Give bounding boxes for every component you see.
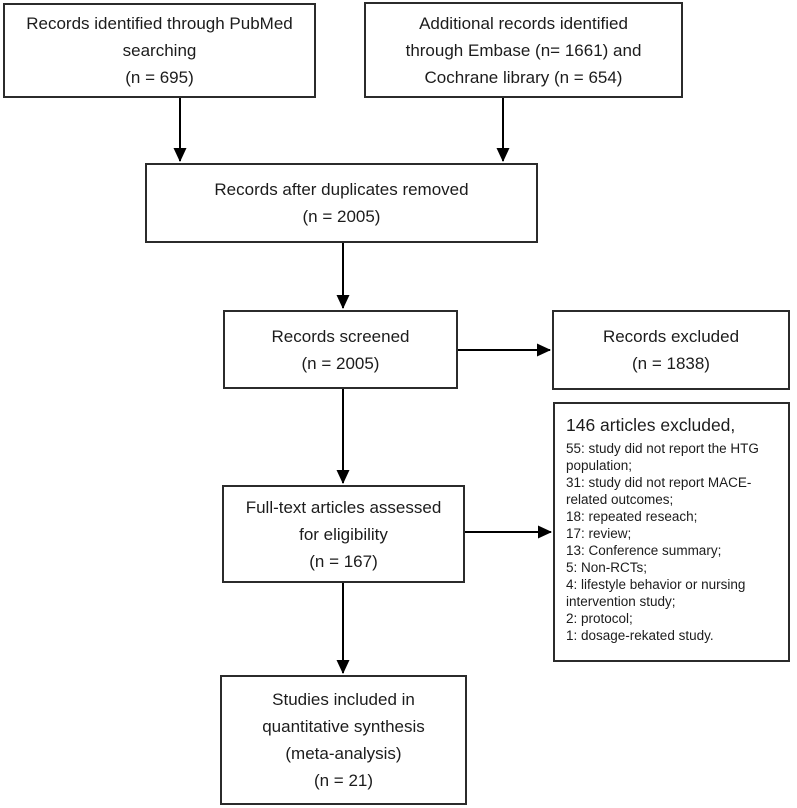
- box-studies-included: Studies included in quantitative synthes…: [220, 675, 467, 805]
- box-duplicates-removed-text: Records after duplicates removed (n = 20…: [214, 180, 469, 226]
- excluded-reason-item: 1: dosage-rekated study.: [566, 628, 714, 643]
- box-fulltext-assessed-text: Full-text articles assessed for eligibil…: [245, 497, 442, 571]
- box-records-additional-text: Additional records identified through Em…: [405, 13, 642, 87]
- box-records-excluded: Records excluded (n = 1838): [552, 310, 790, 390]
- excluded-reason-item: 2: protocol;: [566, 611, 633, 626]
- box-records-pubmed: Records identified through PubMed search…: [3, 3, 316, 98]
- box-articles-excluded-reasons: 146 articles excluded, 55: study did not…: [553, 402, 790, 662]
- articles-excluded-title: 146 articles excluded,: [566, 415, 736, 435]
- excluded-reason-item: 55: study did not report the HTG populat…: [566, 441, 759, 473]
- excluded-reason-item: 17: review;: [566, 526, 632, 541]
- box-records-excluded-text: Records excluded (n = 1838): [602, 327, 740, 373]
- excluded-reason-item: 5: Non-RCTs;: [566, 560, 648, 575]
- box-fulltext-assessed: Full-text articles assessed for eligibil…: [222, 485, 465, 583]
- box-studies-included-text: Studies included in quantitative synthes…: [262, 690, 425, 790]
- box-records-pubmed-text: Records identified through PubMed search…: [26, 14, 293, 87]
- box-duplicates-removed: Records after duplicates removed (n = 20…: [145, 163, 538, 243]
- excluded-reason-item: 31: study did not report MACE-related ou…: [566, 475, 752, 507]
- excluded-reason-item: 4: lifestyle behavior or nursing interve…: [566, 577, 746, 609]
- box-records-screened-text: Records screened (n = 2005): [271, 326, 410, 373]
- box-records-additional: Additional records identified through Em…: [364, 2, 683, 98]
- excluded-reason-item: 13: Conference summary;: [566, 543, 722, 558]
- box-records-screened: Records screened (n = 2005): [223, 310, 458, 389]
- excluded-reason-item: 18: repeated reseach;: [566, 509, 698, 524]
